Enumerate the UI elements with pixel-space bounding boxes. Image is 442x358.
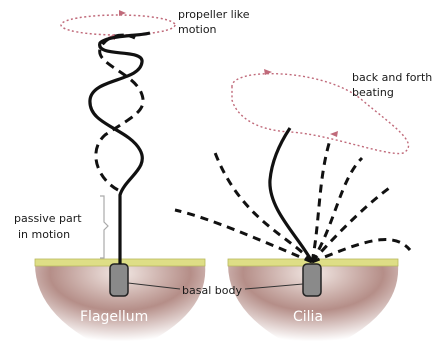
cilia-label: Cilia: [293, 309, 323, 325]
cilia-strokes: [175, 128, 410, 262]
propeller-label-line2: motion: [178, 23, 217, 36]
basal-body-flagellum: [110, 264, 128, 296]
basal-body-cilia: [303, 264, 321, 296]
basal-body-label: basal body: [182, 284, 242, 297]
passive-label-line1: passive part: [14, 212, 82, 225]
cilium-dashed-1: [214, 150, 312, 262]
flagellum-solid: [90, 33, 150, 264]
beating-label-line2: beating: [352, 86, 394, 99]
flagellum-label: Flagellum: [80, 309, 148, 325]
cilium-dashed-6: [175, 210, 312, 262]
passive-label-line2: in motion: [18, 228, 70, 241]
flagellum-alt-position: [96, 35, 143, 190]
motion-arrow-icon: [330, 131, 338, 137]
passive-part-bracket: [100, 196, 108, 258]
cilium-dashed-4: [312, 186, 392, 262]
propeller-label-line1: propeller like: [178, 8, 250, 21]
beating-label-line1: back and forth: [352, 71, 432, 84]
